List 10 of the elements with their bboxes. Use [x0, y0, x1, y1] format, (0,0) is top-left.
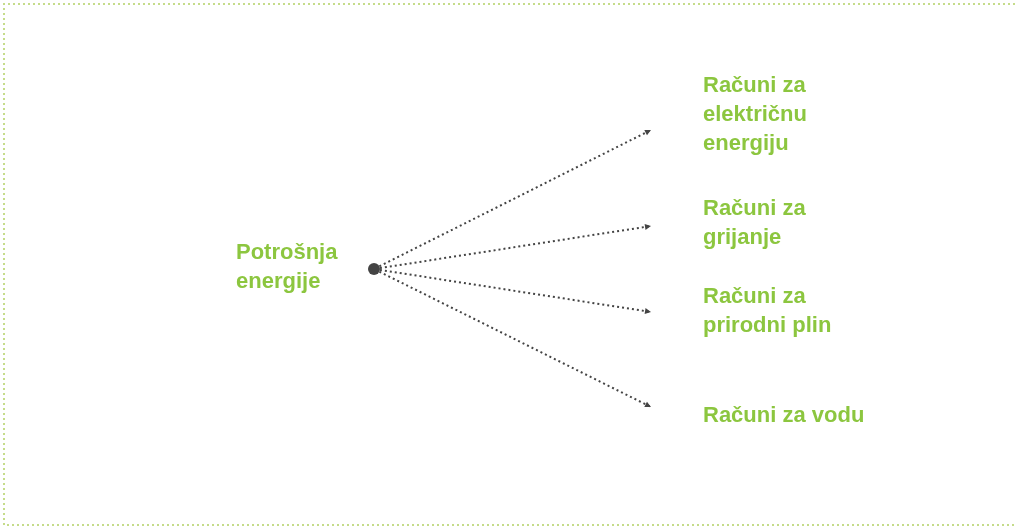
dotted-arrow — [378, 268, 652, 315]
node-label: Računi za prirodni plin — [703, 282, 833, 339]
dotted-arrow — [378, 270, 652, 408]
dot-marker — [368, 263, 380, 275]
node-label: Računi za električnu energiju — [703, 71, 808, 157]
node-label: Računi za grijanje — [703, 194, 807, 251]
node-caption: Potrošnja energije — [236, 238, 339, 295]
node-label: Računi za vodu — [703, 401, 866, 429]
dotted-arrow — [378, 129, 652, 268]
dotted-arrow — [378, 223, 652, 270]
